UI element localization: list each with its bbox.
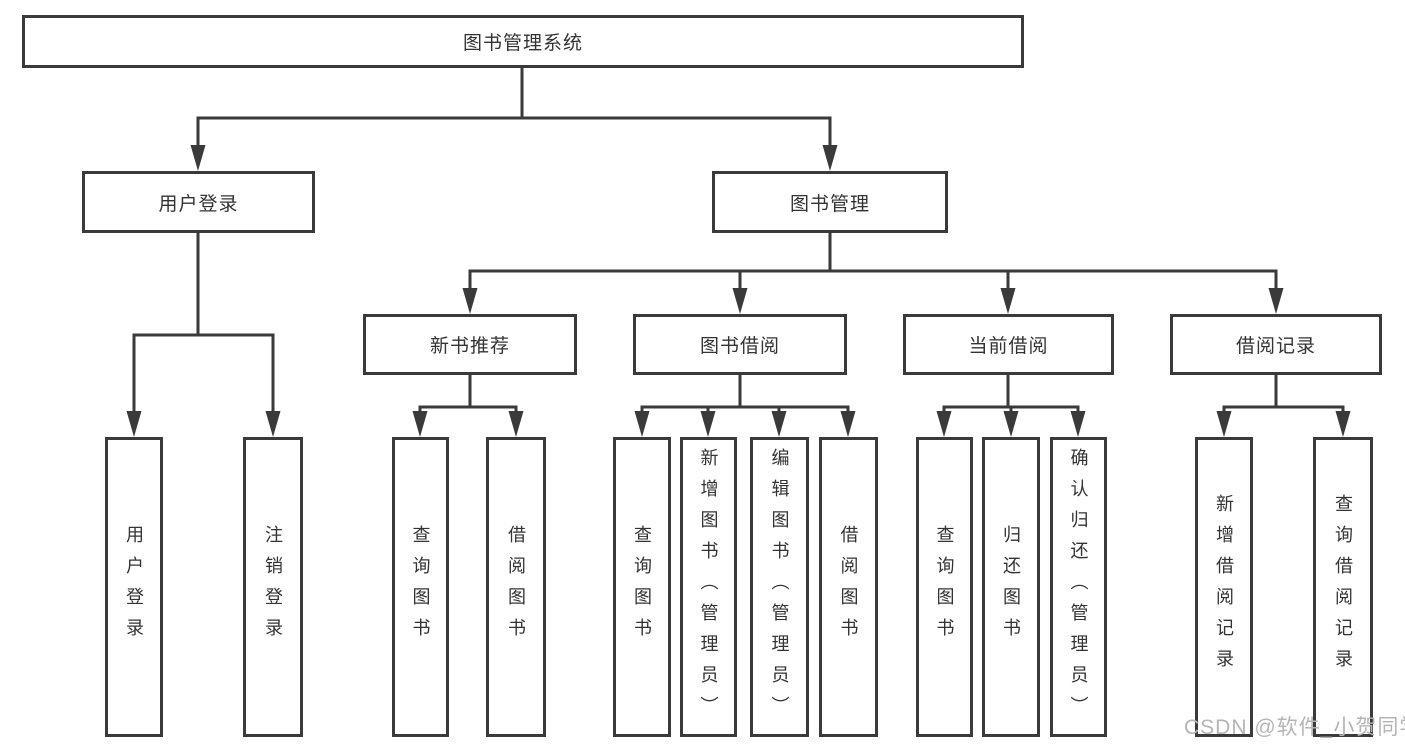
leaf-nbr-borrow-books: 借阅图书: [486, 437, 546, 737]
watermark: CSDN @软件_小贺同学: [1184, 716, 1405, 739]
connector-bookborrow-to-children: [640, 375, 850, 416]
leaf-nbr-query-books: 查询图书: [392, 437, 449, 737]
leaf-bb-borrow-books: 借阅图书: [819, 437, 878, 737]
node-new-book-recommend-label: 新书推荐: [429, 336, 510, 357]
connector-root-to-level2: [196, 68, 832, 150]
leaf-logout: 注销登录: [243, 437, 303, 737]
leaf-cb-confirm-return-admin-label: 确认归还（管理员）: [1068, 447, 1089, 727]
leaf-br-add-record: 新增借阅记录: [1195, 437, 1253, 737]
node-book-borrow-label: 图书借阅: [699, 336, 780, 357]
arrow-icon: [771, 411, 787, 437]
leaf-cb-return-books: 归还图书: [982, 437, 1040, 737]
leaf-bb-add-books-admin-label: 新增图书（管理员）: [698, 447, 719, 727]
leaf-bb-add-books-admin: 新增图书（管理员）: [680, 437, 737, 737]
node-user-login-label: 用户登录: [158, 193, 239, 215]
leaf-bb-query-books-label: 查询图书: [632, 525, 652, 649]
leaf-user-login: 用户登录: [105, 437, 163, 737]
arrow-icon: [1268, 288, 1284, 314]
arrow-icon: [822, 145, 838, 171]
leaf-br-query-record: 查询借阅记录: [1313, 437, 1373, 737]
node-borrow-records-label: 借阅记录: [1235, 336, 1316, 357]
leaf-nbr-borrow-books-label: 借阅图书: [506, 525, 526, 649]
leaf-cb-query-books-label: 查询图书: [934, 525, 955, 649]
connector-newbookrec-to-children: [418, 375, 518, 416]
arrow-icon: [1000, 288, 1016, 314]
connector-currentborrow-to-children: [942, 375, 1080, 416]
arrow-icon: [700, 411, 716, 437]
connector-bookmgmt-to-children: [468, 233, 1278, 293]
node-current-borrow-label: 当前借阅: [968, 336, 1049, 357]
arrow-icon: [936, 411, 952, 437]
node-book-management: 图书管理: [712, 171, 948, 233]
leaf-br-query-record-label: 查询借阅记录: [1333, 494, 1353, 680]
node-borrow-records: 借阅记录: [1170, 314, 1382, 375]
arrow-icon: [1070, 411, 1086, 437]
arrow-icon: [508, 411, 524, 437]
leaf-bb-query-books: 查询图书: [613, 437, 671, 737]
arrow-icon: [732, 288, 748, 314]
arrow-icon: [634, 411, 650, 437]
leaf-bb-borrow-books-label: 借阅图书: [838, 525, 859, 649]
leaf-bb-edit-books-admin-label: 编辑图书（管理员）: [769, 447, 790, 727]
arrow-icon: [840, 411, 856, 437]
connector-borrowrecords-to-children: [1222, 375, 1345, 416]
leaf-logout-label: 注销登录: [263, 525, 283, 649]
node-user-login: 用户登录: [82, 171, 315, 233]
arrow-icon: [126, 411, 142, 437]
node-root-label: 图书管理系统: [462, 33, 583, 54]
arrow-icon: [462, 288, 478, 314]
arrow-icon: [1003, 411, 1019, 437]
node-root: 图书管理系统: [22, 15, 1024, 68]
leaf-cb-return-books-label: 归还图书: [1001, 525, 1021, 649]
arrow-icon: [1335, 411, 1351, 437]
node-current-borrow: 当前借阅: [903, 314, 1114, 375]
connector-userlogin-to-children: [132, 233, 275, 416]
leaf-br-add-record-label: 新增借阅记录: [1214, 494, 1234, 680]
leaf-bb-edit-books-admin: 编辑图书（管理员）: [750, 437, 809, 737]
arrow-icon: [412, 411, 428, 437]
arrow-icon: [1216, 411, 1232, 437]
leaf-user-login-label: 用户登录: [124, 525, 144, 649]
leaf-cb-query-books: 查询图书: [916, 437, 973, 737]
node-book-borrow: 图书借阅: [633, 314, 847, 375]
leaf-nbr-query-books-label: 查询图书: [410, 525, 431, 649]
leaf-cb-confirm-return-admin: 确认归还（管理员）: [1050, 437, 1107, 737]
node-new-book-recommend: 新书推荐: [363, 314, 577, 375]
node-book-management-label: 图书管理: [789, 193, 870, 215]
arrow-icon: [265, 411, 281, 437]
arrow-icon: [190, 145, 206, 171]
